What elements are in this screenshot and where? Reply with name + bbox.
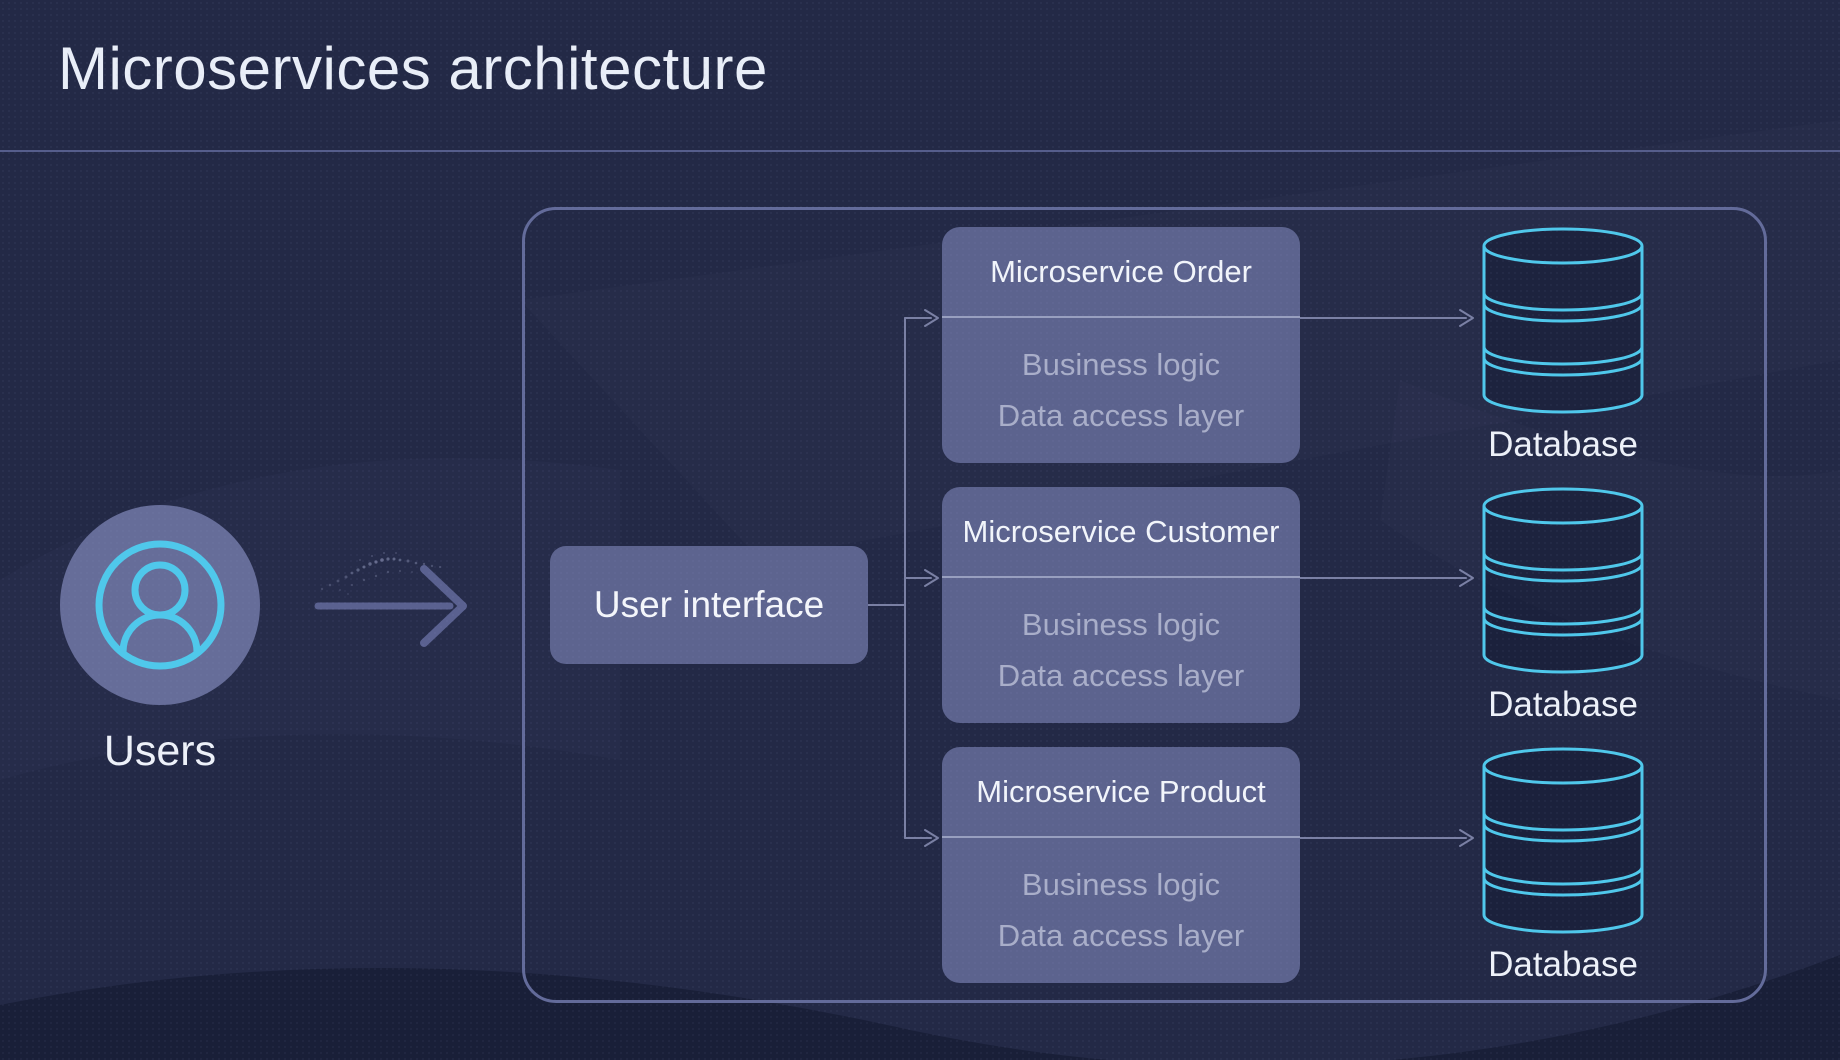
user-interface-node: User interface — [550, 546, 868, 664]
users-node — [60, 505, 260, 705]
user-interface-label: User interface — [593, 584, 825, 625]
service-layer-data-access: Data access layer — [997, 658, 1245, 693]
database-label: Database — [1488, 425, 1638, 464]
service-title: Microservice Customer — [942, 487, 1300, 578]
header-divider — [0, 150, 1840, 152]
service-layer-business-logic: Business logic — [1021, 607, 1221, 642]
database-cylinder-icon — [1482, 487, 1644, 674]
service-title: Microservice Product — [942, 747, 1300, 838]
service-title: Microservice Order — [942, 227, 1300, 318]
database-cylinder-icon — [1482, 227, 1644, 414]
database-label: Database — [1488, 685, 1638, 724]
page-title: Microservices architecture — [58, 35, 768, 102]
services-panel — [522, 207, 1767, 1003]
service-layer-business-logic: Business logic — [1021, 347, 1221, 382]
dotted-plume-decoration — [320, 552, 442, 595]
service-node-product: Microservice Product Business logic Data… — [942, 747, 1300, 983]
users-label: Users — [103, 727, 217, 775]
service-node-customer: Microservice Customer Business logic Dat… — [942, 487, 1300, 723]
service-layer-data-access: Data access layer — [997, 398, 1245, 433]
database-cylinder-icon — [1482, 747, 1644, 934]
service-node-order: Microservice Order Business logic Data a… — [942, 227, 1300, 463]
right-arrow-icon — [314, 565, 467, 647]
user-circle-icon — [95, 540, 225, 670]
service-layer-business-logic: Business logic — [1021, 867, 1221, 902]
service-layer-data-access: Data access layer — [997, 918, 1245, 953]
database-label: Database — [1488, 945, 1638, 984]
